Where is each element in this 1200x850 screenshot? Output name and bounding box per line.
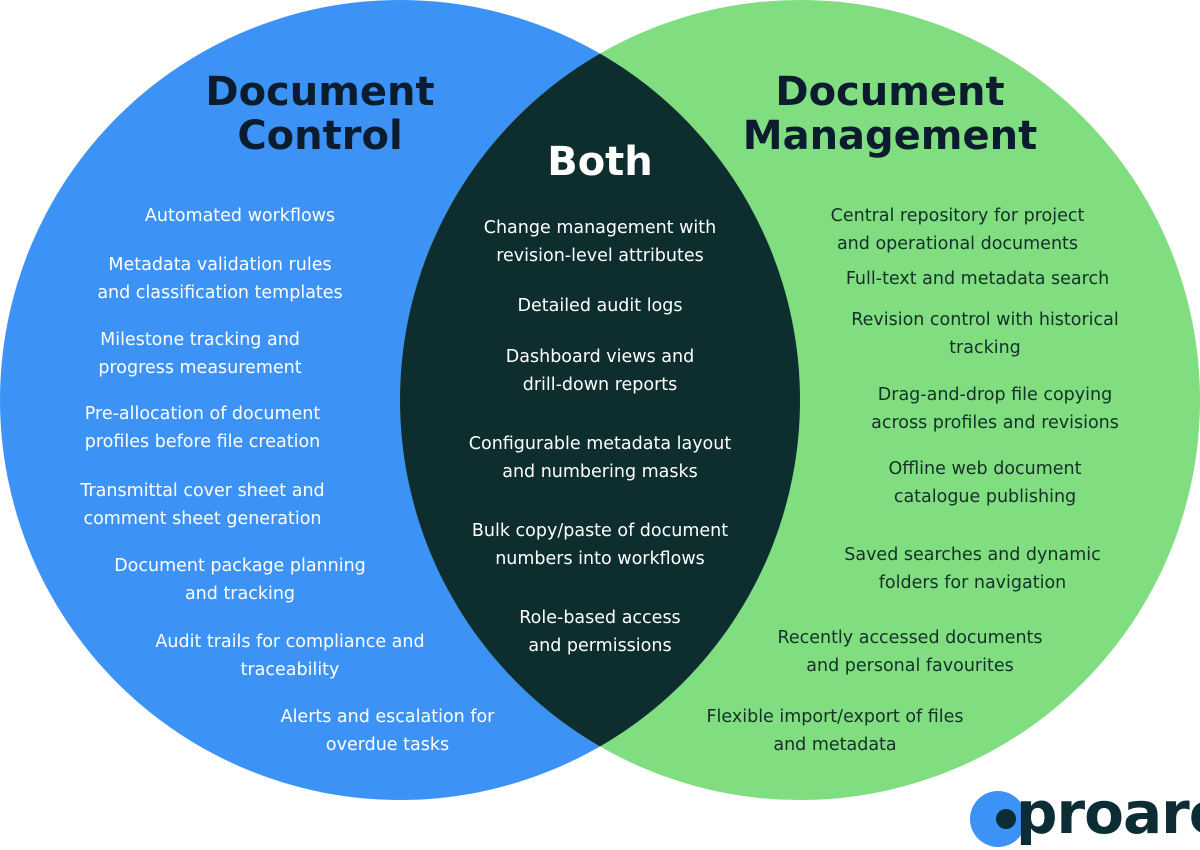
management-item: Full-text and metadata search	[845, 269, 1110, 289]
control-item: Transmittal cover sheet and comment shee…	[80, 481, 325, 529]
management-item: Saved searches and dynamic folders for n…	[844, 545, 1101, 593]
both-item: Configurable metadata layout and numberi…	[468, 434, 732, 482]
control-item: Document package planning and tracking	[114, 556, 366, 604]
control-item: Audit trails for compliance and traceabi…	[155, 632, 425, 680]
control-item: Milestone tracking and progress measurem…	[98, 330, 302, 378]
document-management-title: Document Management	[742, 69, 1038, 159]
both-item: Detailed audit logs	[517, 296, 683, 316]
control-item: Pre-allocation of document profiles befo…	[84, 404, 321, 452]
management-item: Central repository for project and opera…	[830, 206, 1085, 254]
both-item: Role-based access and permissions	[519, 608, 681, 656]
management-item: Revision control with historical trackin…	[851, 310, 1119, 358]
management-item: Recently accessed documents and personal…	[777, 628, 1043, 676]
both-item: Bulk copy/paste of document numbers into…	[471, 521, 729, 569]
management-item: Drag-and-drop file copying across profil…	[871, 385, 1119, 433]
management-item: Offline web document catalogue publishin…	[888, 459, 1082, 507]
both-intersection	[400, 0, 800, 800]
control-item: Metadata validation rules and classifica…	[97, 255, 343, 303]
both-title: Both	[547, 139, 653, 185]
both-item: Change management with revision-level at…	[483, 218, 717, 266]
proarc-logo: proarc	[968, 779, 1200, 847]
proarc-logo-icon	[970, 791, 1026, 847]
management-item: Flexible import/export of files and meta…	[706, 707, 964, 755]
logo-wordmark: proarc	[1016, 779, 1200, 847]
both-item: Dashboard views and drill-down reports	[505, 347, 695, 395]
control-item: Alerts and escalation for overdue tasks	[280, 707, 495, 755]
document-control-title: Document Control	[205, 69, 435, 159]
control-item: Automated workflows	[144, 206, 336, 226]
